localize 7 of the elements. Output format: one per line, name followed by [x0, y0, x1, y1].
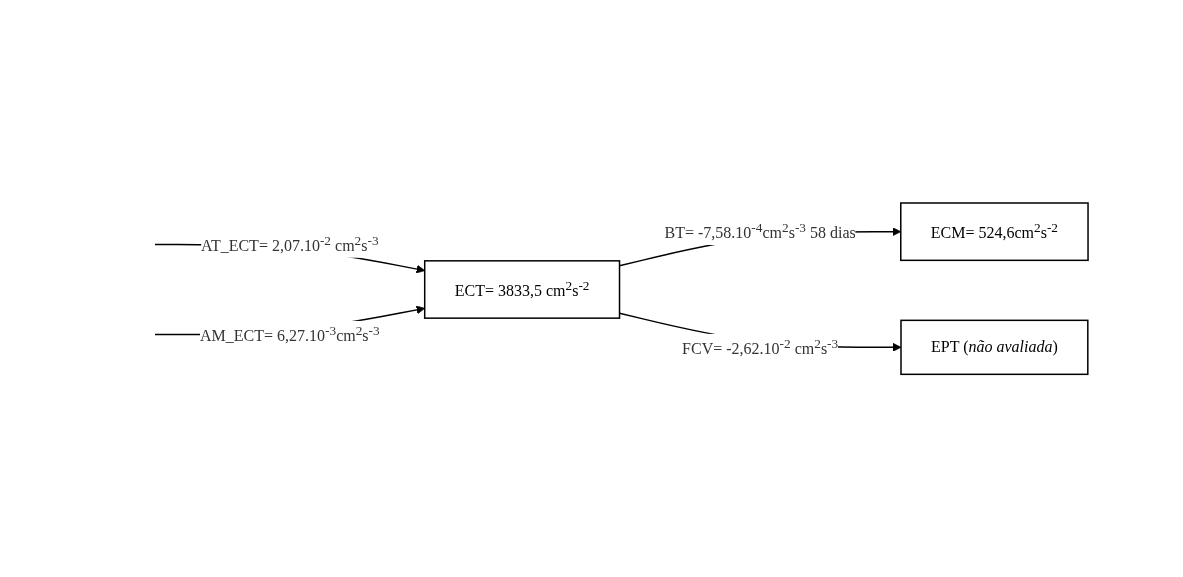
edge-label: AM_ECT= 6,27.10$^{-3}$cm$^{2}$s$^{-3}$	[199, 322, 380, 344]
edge-label: FCV= -2,62.10$^{-2}$ cm$^{2}$s$^{-3}$	[682, 335, 839, 357]
node-box: EPT (não avaliada)	[900, 319, 1089, 375]
node-box: ECM= 524,6cm$^{2}$s$^{-2}$	[900, 202, 1089, 261]
node-box: ECT= 3833,5 cm$^{2}$s$^{-2}$	[423, 259, 621, 319]
edge-label: BT= -7,58.10$^{-4}$cm$^{2}$s$^{-3}$ 58 dias	[664, 219, 856, 242]
edge-label: AT_ECT= 2,07.10$^{-2}$ cm$^{2}$s$^{-3}$	[201, 232, 379, 254]
